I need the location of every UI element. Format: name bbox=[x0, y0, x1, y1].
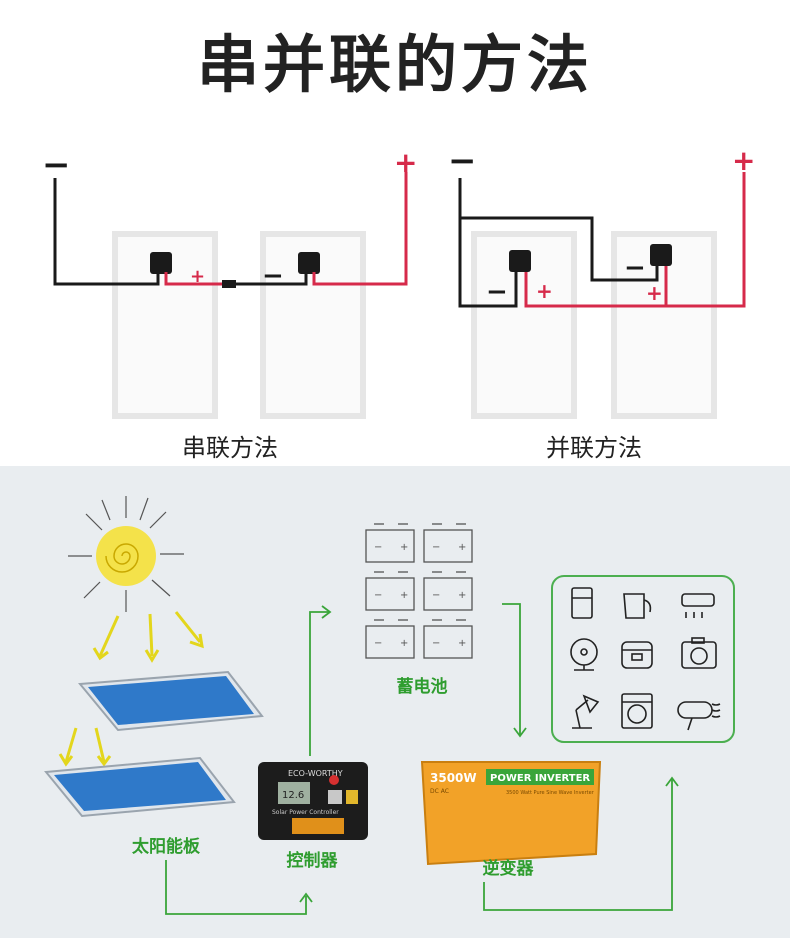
sunlight-arrows bbox=[58, 611, 204, 767]
series-caption: 串联方法 bbox=[182, 434, 278, 462]
controller-display-value: 12.6 bbox=[282, 790, 304, 801]
battery-icon bbox=[423, 625, 473, 659]
battery-icon bbox=[365, 577, 415, 611]
power-inverter: 3500W POWER INVERTER DC AC 3500 Watt Pur… bbox=[420, 761, 602, 866]
parallel-black-wire-2 bbox=[460, 216, 659, 282]
inverter-sub: DC AC bbox=[430, 788, 449, 795]
battery-minus-mark: − bbox=[432, 638, 440, 649]
inverter-power: 3500W bbox=[430, 771, 477, 785]
system-section: ECO-WORTHY 12.6 Solar Power Controller −… bbox=[0, 466, 790, 938]
junction-box bbox=[150, 252, 172, 274]
battery-icon bbox=[365, 625, 415, 659]
solar-panel-upper bbox=[78, 670, 264, 732]
parallel-panel2-plus: + bbox=[646, 281, 663, 305]
panel-to-controller-arrow bbox=[165, 860, 307, 915]
controller-display bbox=[278, 782, 310, 804]
inverter-name: POWER INVERTER bbox=[490, 773, 590, 784]
junction-box bbox=[509, 250, 531, 272]
parallel-black-wire bbox=[458, 178, 518, 308]
parallel-panel1-minus: − bbox=[486, 277, 508, 307]
page-title: 串并联的方法 bbox=[196, 28, 593, 101]
battery-plus-mark: + bbox=[400, 590, 408, 601]
inverter-to-appliances-arrow bbox=[483, 778, 673, 911]
system-diagram: ECO-WORTHY 12.6 Solar Power Controller −… bbox=[44, 496, 735, 915]
inverter-label: 逆变器 bbox=[482, 859, 534, 879]
series-panel1-plus: + bbox=[190, 266, 205, 287]
battery-icon bbox=[365, 529, 415, 563]
battery-plus-mark: + bbox=[400, 542, 408, 553]
camera-icon bbox=[681, 637, 717, 669]
battery-to-inverter-arrow bbox=[502, 603, 521, 736]
controller-label: 控制器 bbox=[286, 851, 338, 871]
battery-label: 蓄电池 bbox=[396, 677, 448, 697]
battery-icon bbox=[423, 529, 473, 563]
series-black-wire-2 bbox=[236, 272, 308, 286]
battery-plus-mark: + bbox=[458, 542, 466, 553]
battery-minus-mark: − bbox=[432, 590, 440, 601]
controller-to-battery-arrow bbox=[309, 611, 330, 756]
battery-minus-mark: − bbox=[374, 590, 382, 601]
fan-icon bbox=[570, 638, 598, 671]
fridge-icon bbox=[571, 587, 593, 619]
battery-bank: − + − + − + − + − + − + bbox=[365, 523, 473, 659]
sun-icon bbox=[68, 496, 184, 612]
battery-minus-mark: − bbox=[374, 542, 382, 553]
series-panel2-minus: − bbox=[262, 261, 284, 291]
washing-machine-icon bbox=[621, 693, 653, 729]
hair-dryer-icon bbox=[677, 701, 721, 731]
battery-minus-mark: − bbox=[432, 542, 440, 553]
junction-box bbox=[298, 252, 320, 274]
solar-panel-lower bbox=[44, 756, 236, 818]
series-connector bbox=[222, 280, 236, 288]
series-red-wire bbox=[164, 272, 228, 286]
battery-minus-mark: − bbox=[374, 638, 382, 649]
battery-plus-mark: + bbox=[400, 638, 408, 649]
series-red-wire-2 bbox=[312, 172, 408, 286]
rice-cooker-icon bbox=[621, 641, 653, 669]
battery-plus-mark: + bbox=[458, 590, 466, 601]
controller-model: Solar Power Controller bbox=[272, 809, 339, 816]
solar-controller: ECO-WORTHY 12.6 Solar Power Controller bbox=[258, 762, 368, 840]
solar-panel-label: 太阳能板 bbox=[132, 837, 200, 857]
inverter-desc: 3500 Watt Pure Sine Wave Inverter bbox=[506, 790, 595, 796]
wiring-section: 串并联的方法 − + + − − + − + − + bbox=[0, 0, 790, 466]
parallel-minus-sign: − bbox=[448, 141, 477, 181]
flow-arrows bbox=[165, 603, 679, 915]
series-black-wire bbox=[53, 178, 160, 286]
battery-plus-mark: + bbox=[458, 638, 466, 649]
appliance-grid bbox=[570, 587, 721, 731]
series-plus-sign: + bbox=[394, 146, 417, 179]
parallel-plus-sign: + bbox=[732, 144, 755, 177]
parallel-red-wire bbox=[524, 172, 746, 308]
appliances-box bbox=[551, 575, 735, 743]
junction-box bbox=[650, 244, 672, 266]
kettle-icon bbox=[623, 593, 652, 619]
desk-lamp-icon bbox=[572, 694, 600, 729]
parallel-caption: 并联方法 bbox=[546, 434, 642, 462]
series-minus-sign: − bbox=[42, 145, 71, 185]
wiring-diagram: − + + − − + − + − + bbox=[42, 141, 755, 419]
air-conditioner-icon bbox=[681, 593, 715, 618]
controller-brand: ECO-WORTHY bbox=[288, 769, 343, 778]
battery-icon bbox=[423, 577, 473, 611]
parallel-panel2-minus: − bbox=[624, 253, 646, 283]
parallel-panel1-plus: + bbox=[536, 279, 553, 303]
